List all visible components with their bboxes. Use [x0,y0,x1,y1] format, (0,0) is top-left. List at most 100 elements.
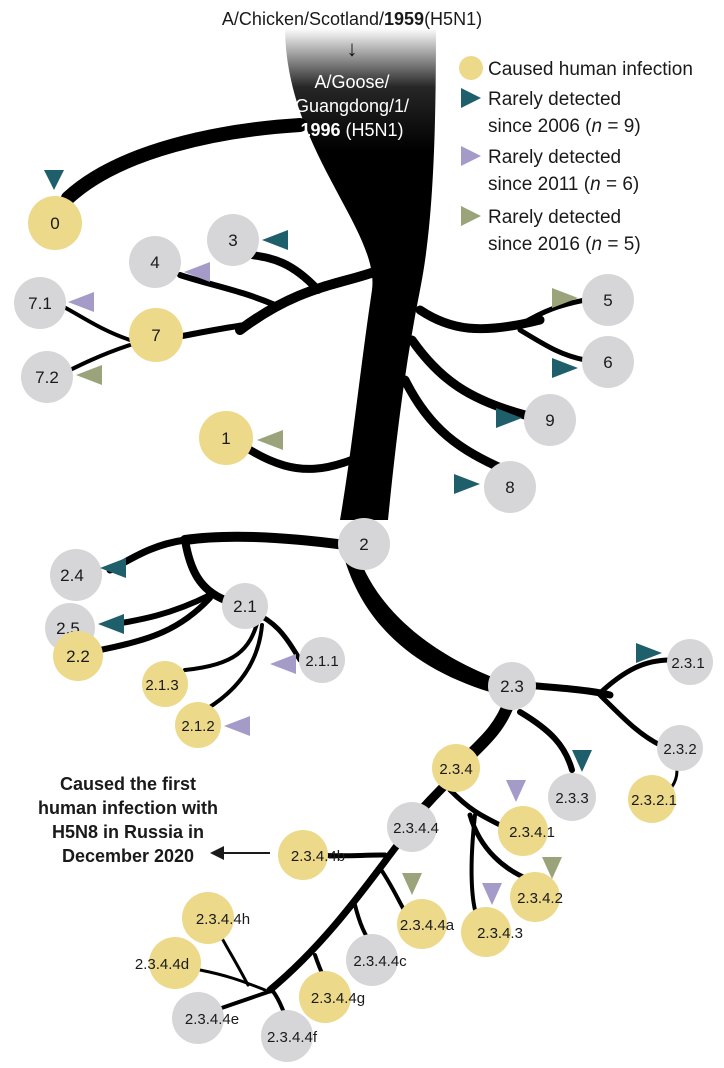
svg-text:Rarely detected: Rarely detected [488,207,621,228]
marker-6-since-2006 [552,358,578,378]
marker-2-3-4-2-since-2016 [542,857,562,879]
clade-node-2-1: 2.1 [222,583,268,629]
marker-2-3-4-3-since-2011 [482,883,502,905]
svg-text:2.3.4.2: 2.3.4.2 [517,890,563,907]
marker-2-4-since-2006 [100,558,126,578]
svg-text:2.1.2: 2.1.2 [181,718,214,735]
clade-node-0: 0 [28,196,82,250]
clade-node-2-3-4-4: 2.3.4.4 [387,802,439,852]
svg-text:3: 3 [228,231,237,250]
marker-2-3-4-1-since-2011 [506,780,526,802]
svg-text:2.3.2.1: 2.3.2.1 [631,792,677,809]
svg-text:Guangdong/1/: Guangdong/1/ [295,96,409,116]
svg-text:December 2020: December 2020 [62,846,194,866]
svg-text:9: 9 [545,411,554,430]
clade-node-2-4: 2.4 [50,549,102,601]
svg-text:2.3.4.4g: 2.3.4.4g [311,990,365,1007]
clade-node-3: 3 [207,214,259,266]
svg-text:2.1.3: 2.1.3 [145,677,178,694]
svg-text:Caused human infection: Caused human infection [488,59,693,80]
marker-5-since-2016 [552,288,578,308]
clade-node-8: 8 [484,461,536,513]
clade-node-2-3-3: 2.3.3 [548,773,596,821]
clade-node-2-3-4-4c: 2.3.4.4c [346,934,407,986]
legend-item-human-infection: Caused human infection [459,56,693,80]
svg-text:2.1.1: 2.1.1 [305,653,338,670]
root-strain-label: A/Goose/ Guangdong/1/ 1996 (H5N1) [295,72,409,140]
svg-text:2.3: 2.3 [500,677,524,696]
svg-text:5: 5 [603,291,612,310]
svg-text:since 2006 (n = 9): since 2006 (n = 9) [488,116,641,137]
svg-text:7: 7 [151,326,160,345]
svg-text:human infection with: human infection with [38,798,218,818]
clade-node-2-3-4-1: 2.3.4.1 [498,806,555,856]
svg-text:1996 (H5N1): 1996 (H5N1) [300,120,403,140]
clade-node-2-1-2: 2.1.2 [175,702,221,748]
marker-7-2-since-2016 [76,365,102,385]
svg-text:2.3.4.1: 2.3.4.1 [509,824,555,841]
clade-node-2-3-4-2: 2.3.4.2 [510,872,563,922]
marker-3-since-2006 [262,230,288,250]
ancestor-strain-label: A/Chicken/Scotland/1959(H5N1) [222,9,482,29]
svg-text:Rarely detected: Rarely detected [488,147,621,168]
clade-node-2-2: 2.2 [53,631,103,681]
svg-text:2.3.3: 2.3.3 [555,790,588,807]
h5n8-annotation: Caused the first human infection with H5… [38,774,270,866]
main-trunk [285,28,436,520]
marker-2-5-since-2006 [98,614,124,634]
clade-node-2-3-2: 2.3.2 [657,725,703,771]
svg-text:2.3.4.3: 2.3.4.3 [477,925,523,942]
marker-9-since-2006 [496,408,522,428]
svg-text:H5N8 in Russia in: H5N8 in Russia in [52,822,204,842]
svg-text:2.1: 2.1 [233,597,257,616]
svg-text:7.2: 7.2 [35,368,59,387]
clade-node-7: 7 [129,308,183,362]
marker-7-1-since-2011 [68,292,94,312]
marker-0-since-2006 [44,170,64,190]
branches-3-4-7 [58,251,385,377]
branches-5-6-8-9 [400,297,588,475]
clade-node-4: 4 [129,236,181,288]
svg-text:2.3.4.4f: 2.3.4.4f [267,1029,318,1046]
svg-text:2.3.4.4e: 2.3.4.4e [185,1011,239,1028]
svg-text:2.3.2: 2.3.2 [663,741,696,758]
legend-item-since-2011: Rarely detected since 2011 (n = 6) [461,146,639,195]
svg-text:6: 6 [603,353,612,372]
clade-node-5: 5 [582,274,634,326]
clade-node-2-3-4-4f: 2.3.4.4f [261,1010,318,1062]
svg-text:2.3.4: 2.3.4 [439,761,472,778]
clade-node-2-3-4-4d: 2.3.4.4d [135,937,201,989]
clade-node-7-2: 7.2 [21,351,73,403]
svg-text:2.3.4.4: 2.3.4.4 [393,820,439,837]
clade-node-9: 9 [524,394,576,446]
clade-node-6: 6 [582,336,634,388]
clade-node-1: 1 [199,411,253,465]
svg-text:0: 0 [50,214,59,233]
svg-text:2.3.4.4d: 2.3.4.4d [135,956,189,973]
legend-item-since-2016: Rarely detected since 2016 (n = 5) [461,206,641,255]
clade-node-2-3-4-3: 2.3.4.3 [461,907,523,957]
svg-text:7.1: 7.1 [28,294,52,313]
marker-8-since-2006 [454,474,480,494]
marker-4-since-2011 [184,262,210,282]
legend: Caused human infection Rarely detected s… [459,56,693,255]
marker-1-since-2016 [257,430,283,450]
svg-text:2.3.4.4h: 2.3.4.4h [196,911,250,928]
clade-node-7-1: 7.1 [14,277,66,329]
clade-node-2: 2 [338,518,390,570]
clade-node-2-3-4-4b: 2.3.4.4b [278,830,345,880]
legend-item-since-2006: Rarely detected since 2006 (n = 9) [461,88,641,137]
svg-text:2: 2 [359,535,368,554]
clade-node-2-3-4-4g: 2.3.4.4g [299,971,365,1023]
marker-2-3-1-since-2006 [636,643,662,663]
svg-text:A/Goose/: A/Goose/ [314,72,389,92]
annotation-arrowhead [210,846,224,860]
clade-node-2-3-4: 2.3.4 [432,744,480,792]
svg-text:2.4: 2.4 [60,566,84,585]
clade-node-2-3: 2.3 [488,662,536,710]
svg-text:2.3.4.4b: 2.3.4.4b [291,848,345,865]
svg-text:Caused the first: Caused the first [60,774,196,794]
marker-2-1-1-since-2011 [270,654,296,674]
marker-2-3-3-since-2006 [572,750,592,772]
